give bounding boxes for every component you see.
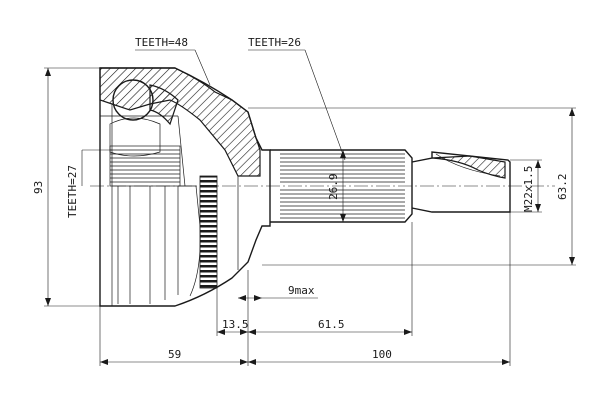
dimension-lines: [44, 67, 576, 366]
dim-63-2: 63.2: [556, 174, 569, 201]
shaft-spline: [270, 149, 413, 223]
outer-housing: [99, 67, 271, 307]
dim-100: 100: [372, 348, 392, 361]
label-teeth-48: TEETH=48: [135, 36, 188, 49]
dim-93: 93: [32, 181, 45, 194]
abs-tone-ring: [199, 175, 218, 289]
dim-26-9: 26.9: [327, 174, 340, 201]
label-teeth-26: TEETH=26: [248, 36, 301, 49]
threaded-end: [411, 151, 511, 213]
dim-m22x1-5: M22x1.5: [522, 166, 535, 212]
inner-spline: [109, 145, 181, 187]
dim-13-5: 13.5: [222, 318, 249, 331]
inner-race-ball: [109, 79, 179, 157]
label-teeth-27: TEETH=27: [66, 165, 79, 218]
dim-9max: 9max: [288, 284, 315, 297]
dim-61-5: 61.5: [318, 318, 345, 331]
leader-lines: [82, 49, 346, 161]
dim-59: 59: [168, 348, 181, 361]
